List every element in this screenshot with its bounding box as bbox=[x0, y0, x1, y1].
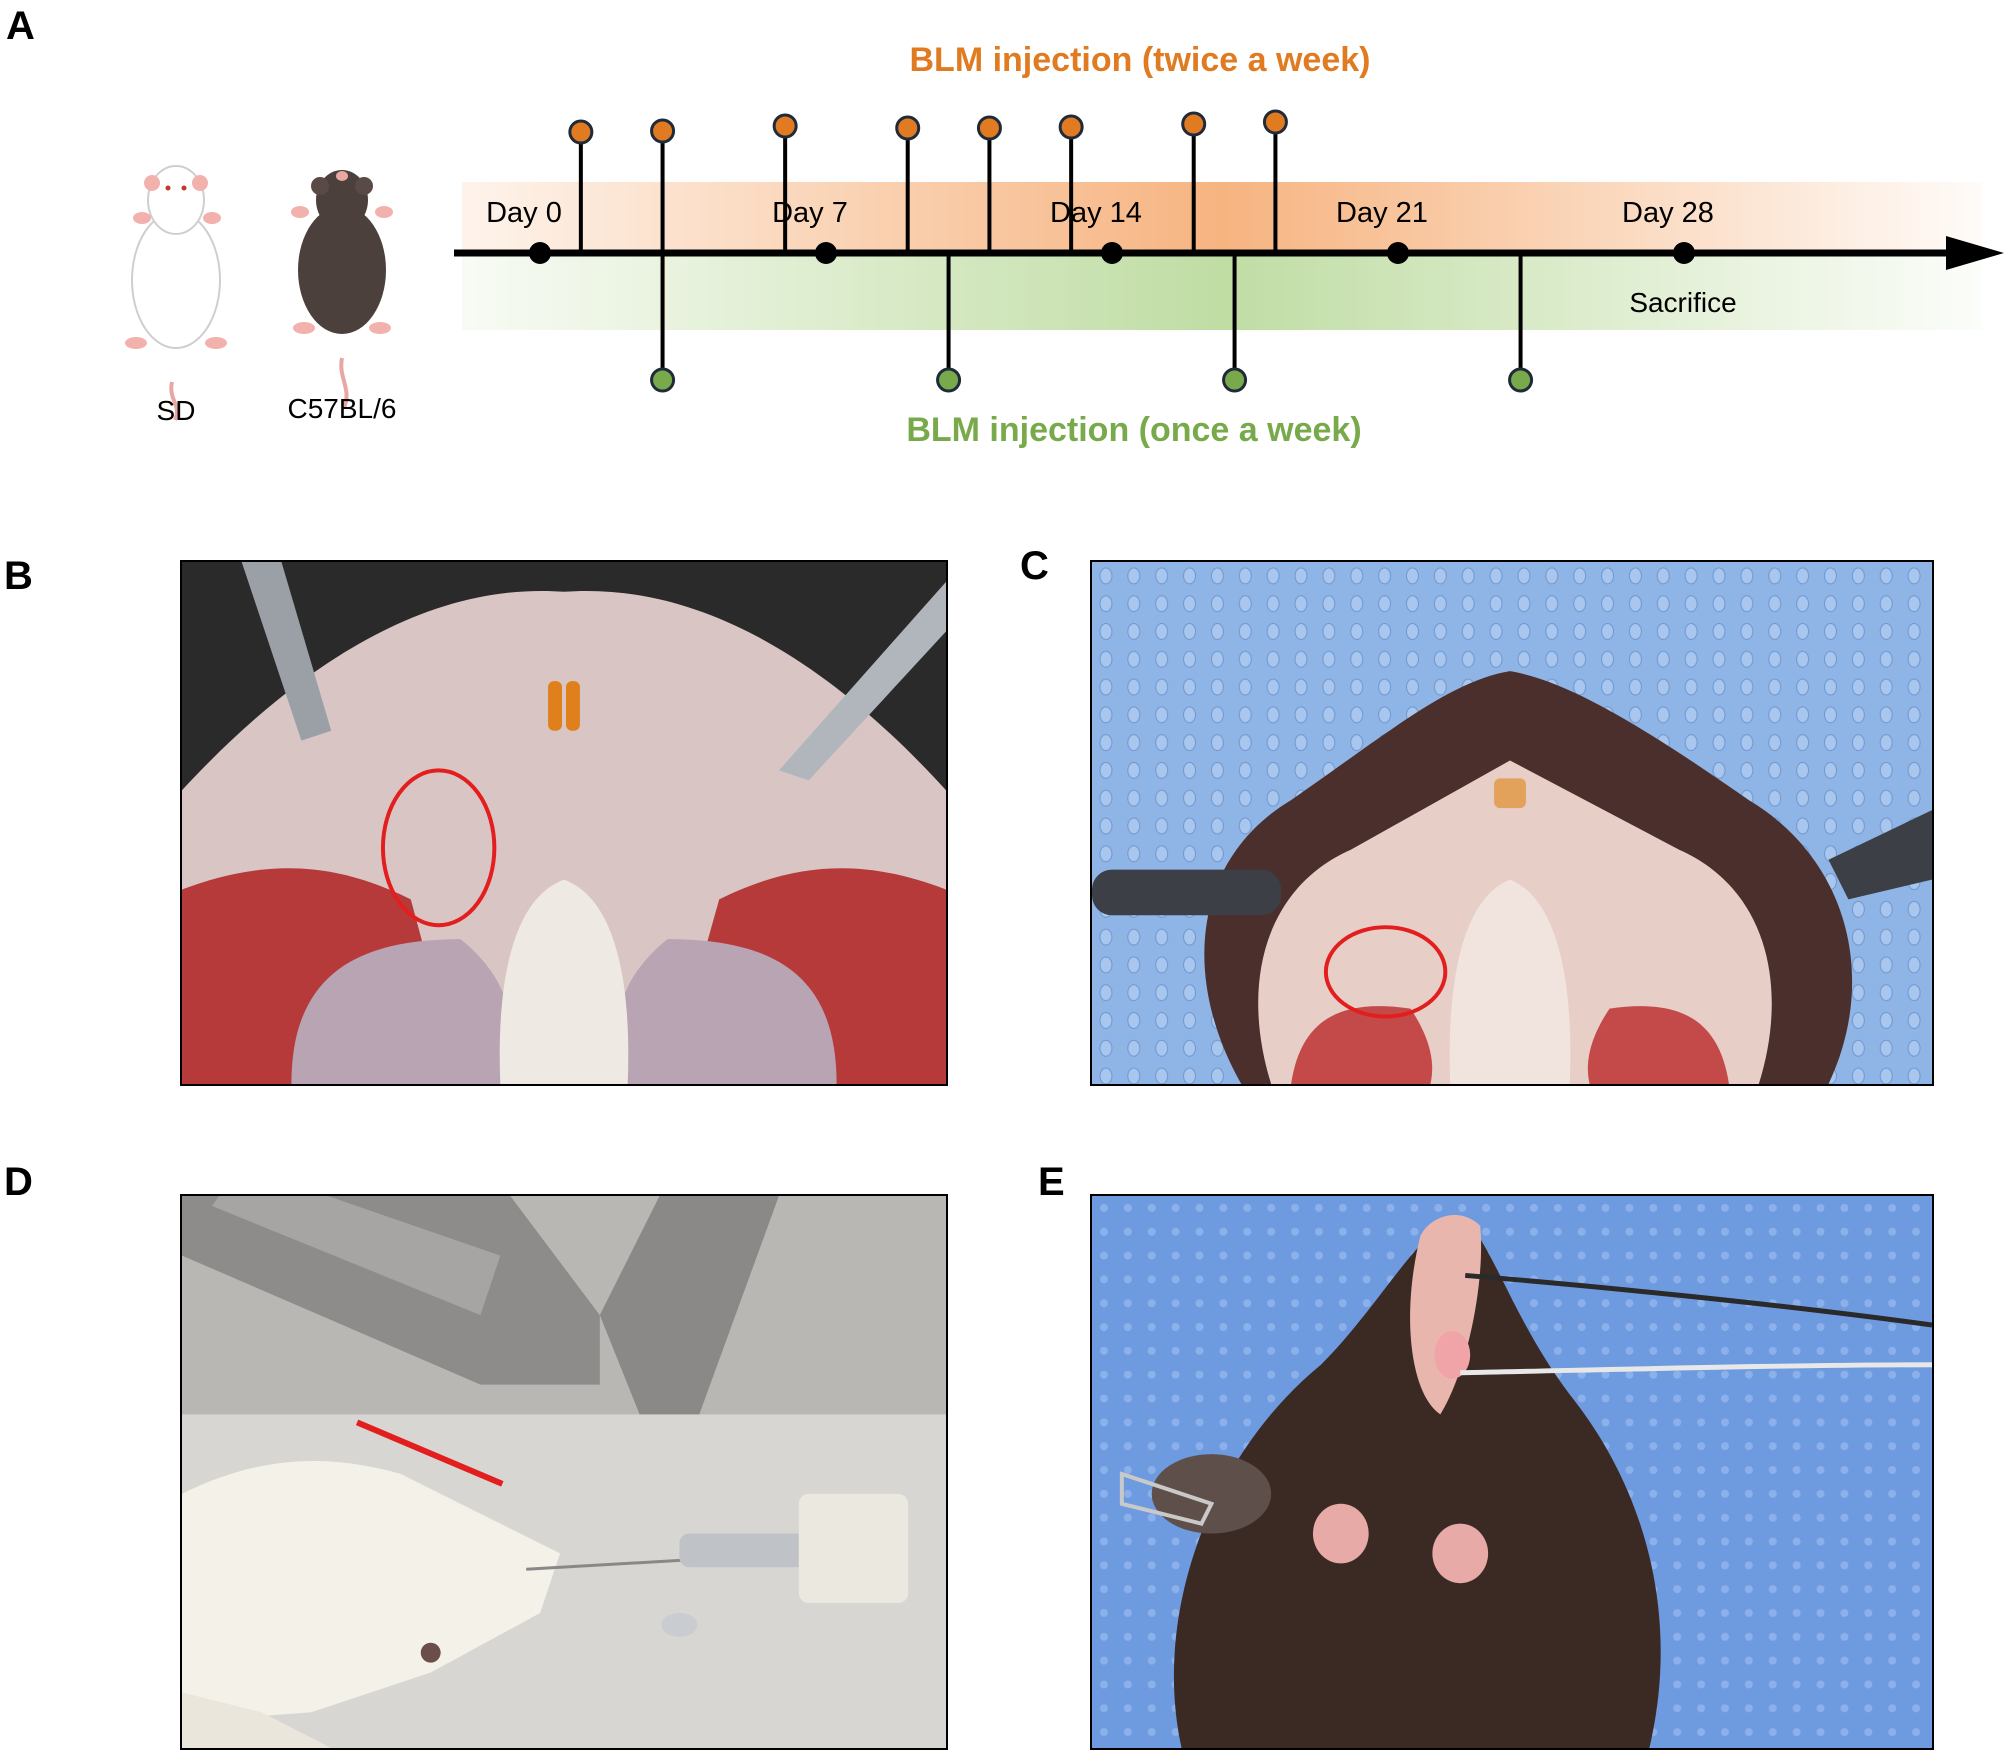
lesion-circle-b bbox=[380, 768, 497, 928]
sd-rat-icon bbox=[125, 165, 227, 421]
twice-weekly-pin bbox=[772, 113, 798, 139]
day-tick-dot bbox=[529, 242, 551, 264]
sd-label: SD bbox=[157, 395, 196, 426]
c57bl6-mouse-icon bbox=[291, 170, 393, 409]
day-tick-dot bbox=[1101, 242, 1123, 264]
once-weekly-title: BLM injection (once a week) bbox=[906, 411, 1361, 449]
twice-weekly-pin bbox=[1058, 114, 1084, 140]
twice-weekly-pin bbox=[568, 119, 594, 145]
twice-weekly-title: BLM injection (twice a week) bbox=[910, 41, 1371, 79]
day-label: Day 7 bbox=[772, 197, 848, 229]
once-weekly-pin bbox=[650, 367, 676, 393]
day-label: Day 0 bbox=[486, 197, 562, 229]
panel-label-a: A bbox=[6, 4, 35, 48]
panel-label-d: D bbox=[4, 1160, 33, 1204]
timeline-diagram: SD C57BL/6 BLM injection (twice a week) … bbox=[125, 41, 2004, 449]
twice-weekly-pin bbox=[1262, 109, 1288, 135]
panel-label-e: E bbox=[1038, 1160, 1065, 1204]
day-tick-dot bbox=[815, 242, 837, 264]
twice-weekly-pin bbox=[650, 118, 676, 144]
once-weekly-pin bbox=[1508, 367, 1534, 393]
lesion-circle-c bbox=[1323, 925, 1448, 1019]
twice-weekly-pin bbox=[1181, 111, 1207, 137]
once-weekly-pin bbox=[936, 367, 962, 393]
twice-weekly-pin bbox=[976, 115, 1002, 141]
twice-weekly-pin bbox=[895, 115, 921, 141]
day-tick-dot bbox=[1387, 242, 1409, 264]
photo-c57bl6-oral-cavity bbox=[1090, 560, 1934, 1086]
measurement-line-d bbox=[355, 1419, 504, 1487]
panel-label-c: C bbox=[1020, 544, 1049, 588]
c57bl6-label: C57BL/6 bbox=[288, 393, 397, 424]
day-label: Day 21 bbox=[1336, 197, 1428, 229]
timeline-arrowhead bbox=[1946, 236, 2004, 270]
day-label: Day 28 bbox=[1622, 197, 1714, 229]
photo-sd-rat-caliper bbox=[180, 1194, 948, 1750]
once-weekly-band bbox=[462, 254, 1982, 330]
once-weekly-pin bbox=[1222, 367, 1248, 393]
photo-c57bl6-mouth-opener bbox=[1090, 1194, 1934, 1750]
sacrifice-label: Sacrifice bbox=[1629, 287, 1736, 318]
photo-sd-rat-oral-cavity bbox=[180, 560, 948, 1086]
day-tick-dot bbox=[1673, 242, 1695, 264]
day-label: Day 14 bbox=[1050, 197, 1142, 229]
panel-label-b: B bbox=[4, 554, 33, 598]
twice-weekly-band bbox=[462, 182, 1982, 252]
